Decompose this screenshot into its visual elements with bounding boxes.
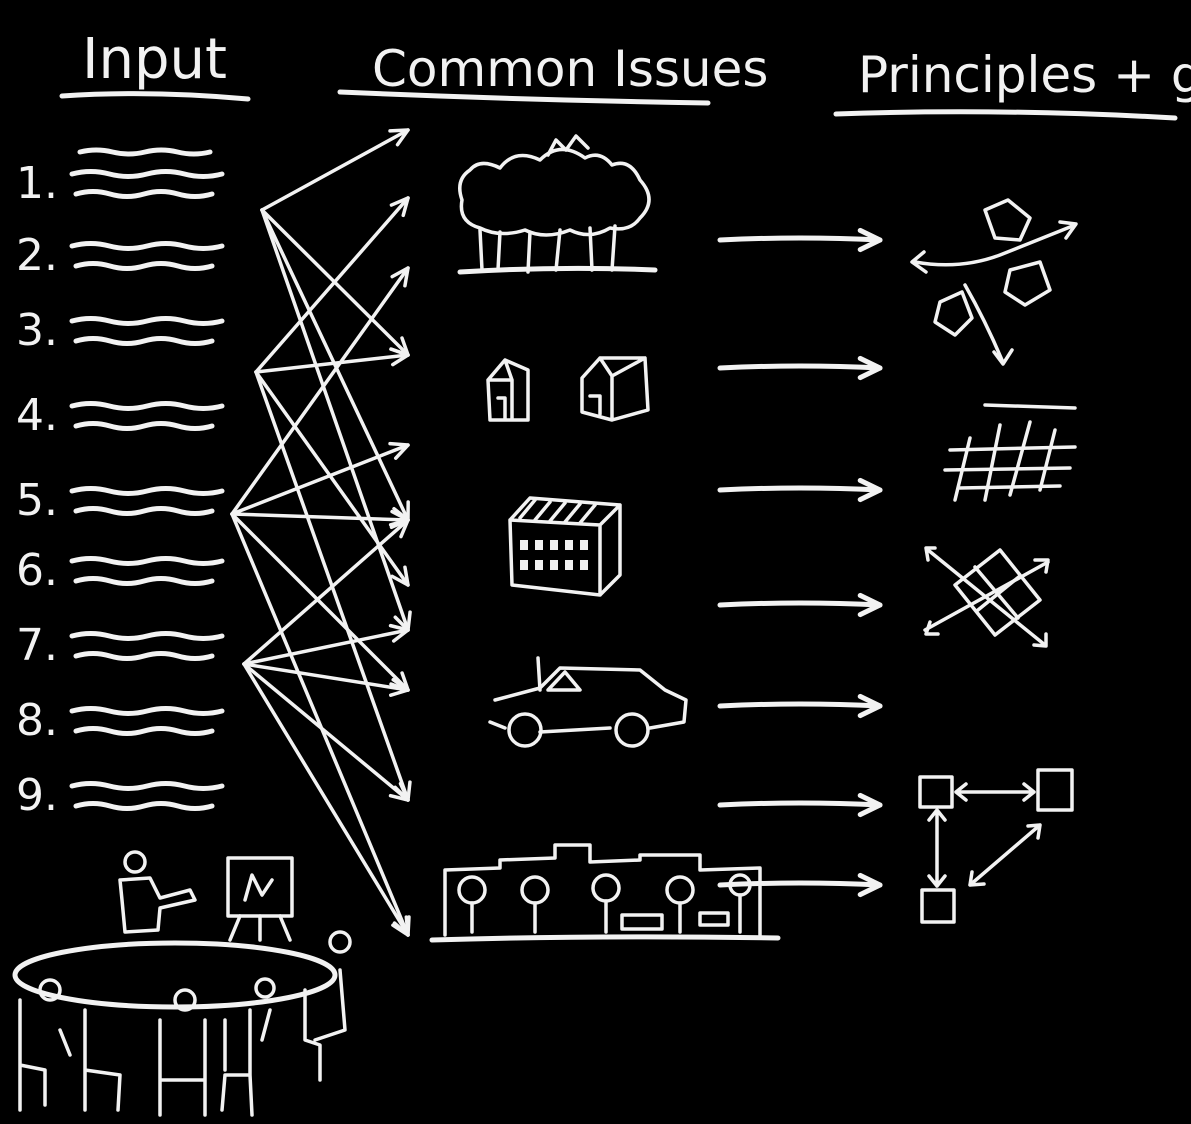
issue-goal-arrow [720, 704, 880, 706]
input-item: 7. [16, 620, 222, 671]
node-link-icon [920, 770, 1072, 922]
input-item: 8. [16, 695, 222, 746]
houses-icon [488, 358, 648, 420]
input-line [72, 784, 222, 789]
input-list: 1. 2. 3. 4. 5. 6. 7. 8. 9. [16, 150, 222, 821]
connected-network-icon [912, 200, 1076, 364]
input-item-number: 8. [16, 695, 58, 746]
link-arrow [232, 514, 408, 690]
grid-icon [945, 405, 1075, 500]
link-arrow [244, 520, 408, 664]
input-item: 3. [16, 305, 222, 356]
issue-goal-arrow [720, 366, 880, 368]
input-item: 9. [16, 770, 222, 821]
car-icon [490, 658, 686, 746]
input-item: 4. [16, 390, 222, 441]
input-line [72, 319, 222, 324]
header-input-text: Input [82, 27, 227, 92]
input-item-number: 9. [16, 770, 58, 821]
input-item-number: 7. [16, 620, 58, 671]
link-arrow [232, 268, 408, 514]
issue-to-goal-arrows [720, 230, 880, 894]
input-line [72, 634, 222, 639]
header-goals-text: Principles + goals [858, 46, 1191, 104]
input-line [72, 709, 222, 714]
issue-goal-arrow [720, 803, 880, 805]
input-line [76, 339, 212, 344]
input-line [76, 579, 212, 584]
input-item: 5. [16, 475, 222, 526]
issue-goal-arrow [720, 488, 880, 490]
issue-goal-arrow [720, 238, 880, 240]
input-item-number: 5. [16, 475, 58, 526]
link-arrow [256, 198, 408, 372]
input-line [76, 654, 212, 659]
header-input: Input [62, 27, 248, 99]
header-issues: Common Issues [340, 40, 768, 103]
input-item-number: 2. [16, 230, 58, 281]
issue-goal-arrow [720, 603, 880, 605]
input-line [72, 244, 222, 249]
input-line [76, 264, 212, 269]
input-line [72, 489, 222, 494]
input-line [72, 172, 222, 177]
link-arrow [244, 664, 408, 935]
input-line [76, 192, 212, 197]
issue-goal-arrow [720, 883, 880, 885]
input-item: 2. [16, 230, 222, 281]
input-line [76, 424, 212, 429]
input-item-number: 4. [16, 390, 58, 441]
link-arrow [244, 630, 408, 664]
link-arrow [232, 514, 408, 520]
input-line [72, 404, 222, 409]
input-item: 6. [16, 545, 222, 596]
input-line [72, 559, 222, 564]
link-arrow [256, 372, 408, 585]
meeting-table-icon [15, 852, 350, 1115]
building-icon [510, 498, 620, 595]
input-line [76, 729, 212, 734]
header-issues-text: Common Issues [372, 40, 768, 98]
input-line [76, 509, 212, 514]
diagonal-grid-icon [925, 548, 1048, 646]
header-goals: Principles + goals [836, 46, 1191, 118]
input-item-number: 6. [16, 545, 58, 596]
input-to-issue-arrows [232, 130, 410, 935]
input-item-number: 1. [16, 158, 58, 209]
input-item-number: 3. [16, 305, 58, 356]
input-line [76, 804, 212, 809]
input-item: 1. [16, 158, 222, 209]
link-arrow [262, 130, 408, 210]
trees-icon [460, 136, 655, 272]
streetscape-icon [432, 845, 778, 940]
